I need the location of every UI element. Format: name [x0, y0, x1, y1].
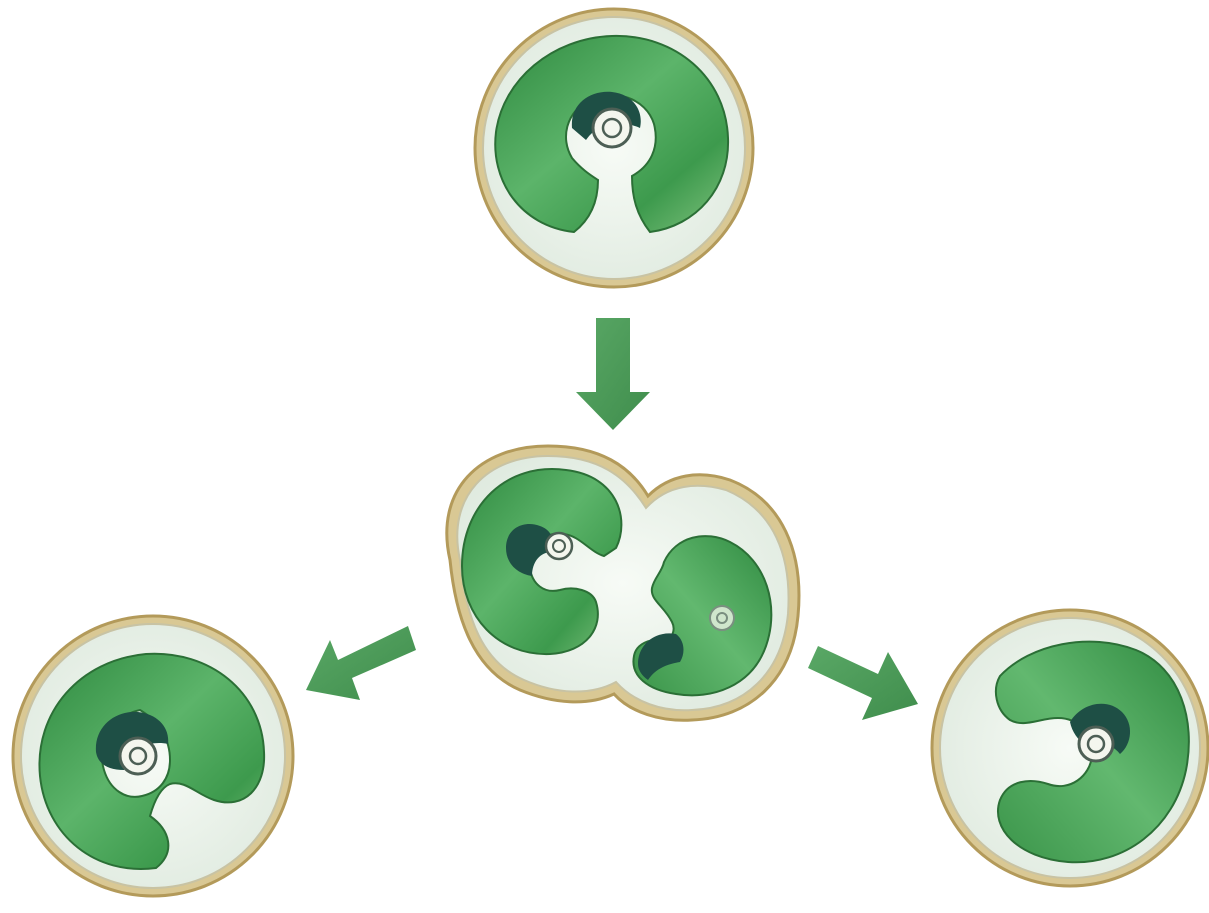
daughter-cell-right: [932, 610, 1208, 886]
dividing-cell: [447, 446, 799, 720]
arrow-right: [808, 646, 918, 720]
parent-cell: [475, 9, 753, 287]
nucleus: [593, 109, 631, 147]
arrow-down: [576, 318, 650, 430]
nucleus: [1079, 727, 1113, 761]
nucleus-left: [546, 533, 572, 559]
daughter-cell-left: [13, 616, 293, 896]
nucleus: [120, 738, 156, 774]
nucleus-right: [710, 606, 734, 630]
arrow-left: [306, 626, 416, 700]
